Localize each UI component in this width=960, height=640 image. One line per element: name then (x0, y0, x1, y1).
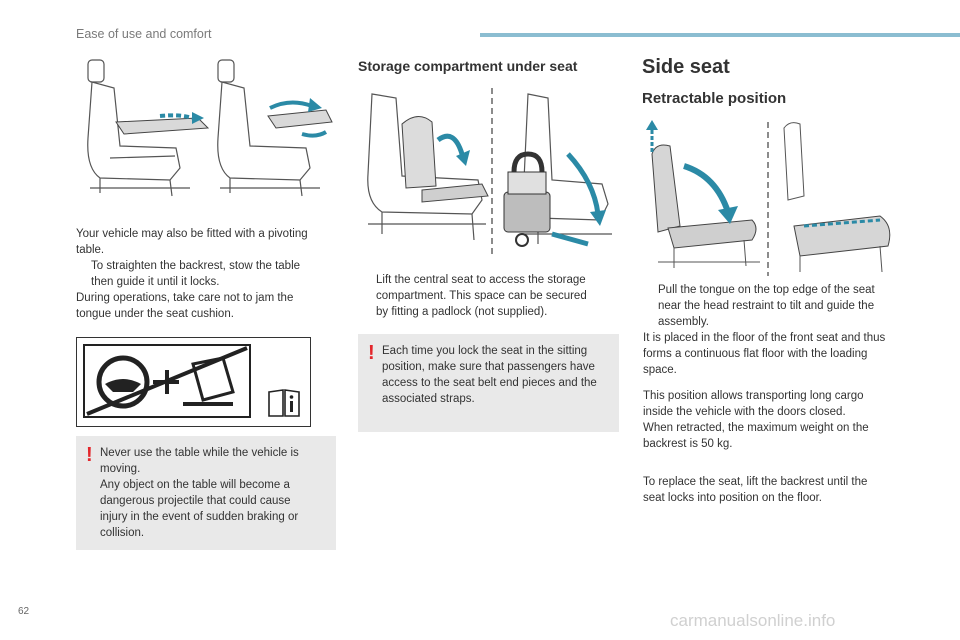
intro-text: Your vehicle may also be fitted with a p… (76, 228, 308, 240)
pivoting-table-illustration (80, 58, 340, 218)
paragraph-text: space. (643, 364, 677, 376)
bullet-text: by fitting a padlock (not supplied). (376, 306, 548, 318)
no-table-while-driving-icon (83, 344, 251, 418)
warning-icon: ! (368, 342, 375, 364)
warning-text: access to the seat belt end pieces and t… (382, 377, 597, 389)
paragraph-text: seat locks into position on the floor. (643, 492, 822, 504)
paragraph-text: When retracted, the maximum weight on th… (643, 422, 869, 434)
paragraph-text: To replace the seat, lift the backrest u… (643, 476, 868, 488)
paragraph-text: forms a continuous flat floor with the l… (643, 348, 868, 360)
paragraph-text: This position allows transporting long c… (643, 390, 864, 402)
seat-lock-warning-box: ! Each time you lock the seat in the sit… (358, 334, 619, 432)
side-seat-instruction-bullet: Pull the tongue on the top edge of the s… (643, 282, 913, 330)
paragraph-text: inside the vehicle with the doors closed… (643, 406, 846, 418)
paragraph-text: It is placed in the floor of the front s… (643, 332, 886, 344)
retractable-position-subtitle: Retractable position (642, 90, 787, 107)
bullet-text: then guide it until it locks. (91, 276, 220, 288)
bullet-text: Pull the tongue on the top edge of the s… (658, 284, 875, 296)
warning-icon: ! (86, 444, 93, 466)
side-seat-title: Side seat (642, 56, 730, 78)
warning-pictogram-box (76, 337, 311, 427)
warning-text: associated straps. (382, 393, 475, 405)
page-number: 62 (18, 606, 30, 617)
retractable-seat-illustration (644, 116, 900, 280)
intro-text: table. (76, 244, 105, 256)
storage-instruction-bullet: Lift the central seat to access the stor… (361, 272, 631, 320)
warning-text: Any object on the table will become a (100, 479, 290, 491)
warning-text: injury in the event of sudden braking or (100, 511, 299, 523)
caution-text: tongue under the seat cushion. (76, 308, 234, 320)
instruction-bullet: To straighten the backrest, stow the tab… (76, 258, 338, 290)
storage-section-title: Storage compartment under seat (358, 58, 578, 74)
warning-text: moving. (100, 463, 141, 475)
bullet-text: compartment. This space can be secured (376, 290, 587, 302)
bullet-text: assembly. (658, 316, 709, 328)
warning-text: dangerous projectile that could cause (100, 495, 291, 507)
paragraph-text: backrest is 50 kg. (643, 438, 733, 450)
bullet-text: near the head restraint to tilt and guid… (658, 300, 875, 312)
header-accent-bar (480, 33, 960, 37)
watermark: carmanualsonline.info (670, 611, 836, 630)
bullet-text: Lift the central seat to access the stor… (376, 274, 586, 286)
warning-text: collision. (100, 527, 145, 539)
section-title: Ease of use and comfort (76, 27, 212, 41)
warning-text: Each time you lock the seat in the sitti… (382, 345, 588, 357)
bullet-text: To straighten the backrest, stow the tab… (91, 260, 301, 272)
warning-text: position, make sure that passengers have (382, 361, 595, 373)
storage-compartment-illustration (362, 84, 618, 260)
manual-info-icon (267, 388, 301, 418)
table-warning-box: ! Never use the table while the vehicle … (76, 436, 336, 550)
warning-text: Never use the table while the vehicle is (100, 447, 299, 459)
caution-text: During operations, take care not to jam … (76, 292, 294, 304)
